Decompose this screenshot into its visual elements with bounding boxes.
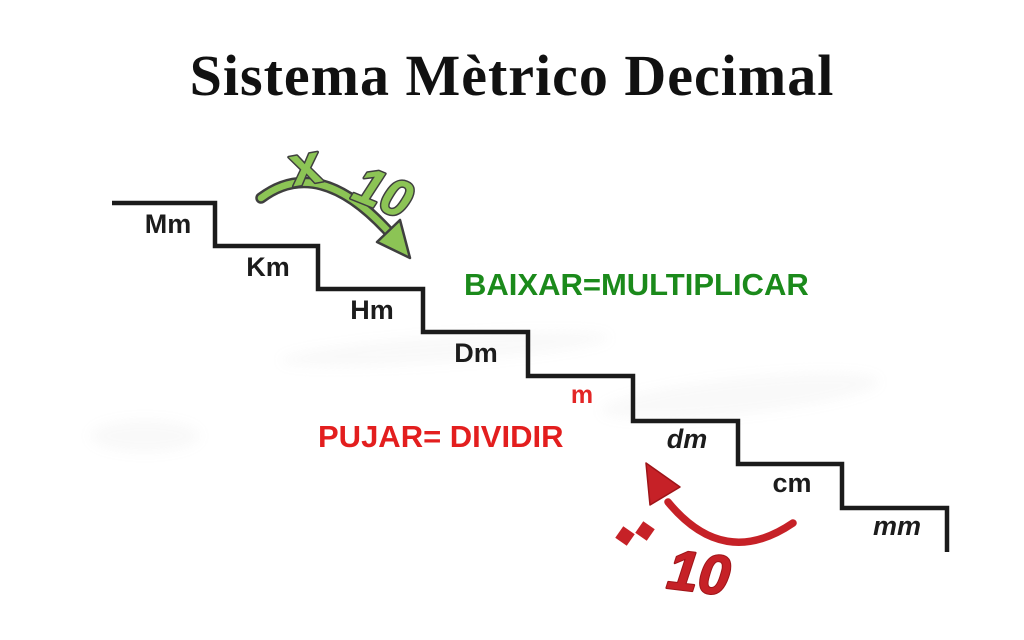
stair-unit-label: Km xyxy=(246,252,290,282)
stair-unit-label: Hm xyxy=(350,295,394,325)
divide-factor-label: 10 xyxy=(664,537,734,607)
up-rule-text: PUJAR= DIVIDIR xyxy=(318,419,564,454)
divide-arrowhead xyxy=(645,462,681,506)
stair-unit-label: dm xyxy=(666,424,708,454)
stair-unit-label: cm xyxy=(772,468,812,498)
stair-unit-label: Dm xyxy=(454,338,498,368)
multiply-arrowhead xyxy=(375,218,412,260)
stair-unit-label: Mm xyxy=(144,209,192,239)
stair-unit-label: mm xyxy=(872,511,922,541)
multiply-arrow xyxy=(257,179,392,235)
divide-colon-icon xyxy=(615,521,655,546)
multiply-factor-label: 10 xyxy=(345,155,420,230)
down-rule-text: BAIXAR=MULTIPLICAR xyxy=(464,267,809,302)
staircase-line xyxy=(112,200,950,552)
background-smudge xyxy=(90,420,200,452)
divide-arrow xyxy=(664,498,797,546)
page-title: Sistema Mètrico Decimal xyxy=(189,43,835,108)
stair-unit-label: m xyxy=(570,381,594,409)
